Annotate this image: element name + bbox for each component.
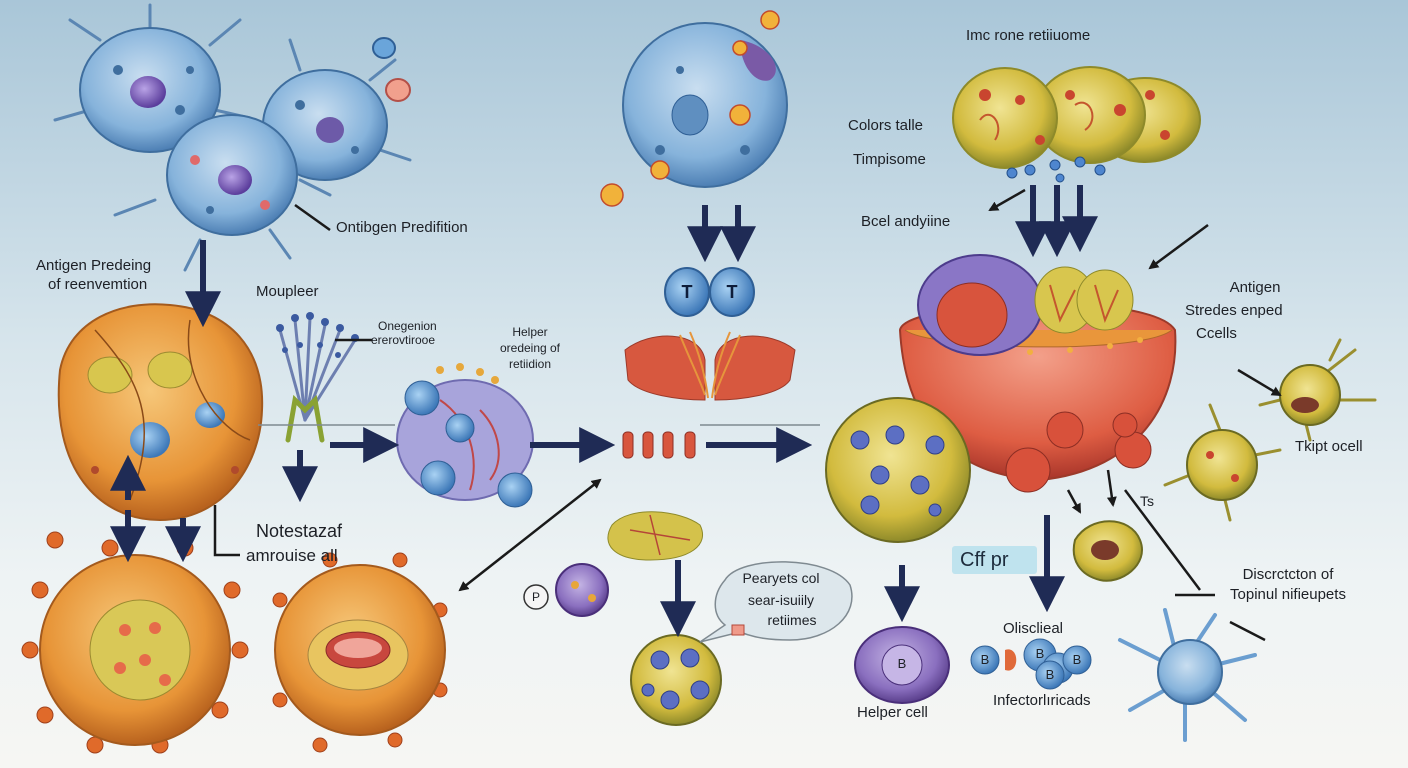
label-cff-pr: Cff pr [960, 549, 1009, 571]
yellow-spiky-cell-right [1258, 338, 1377, 442]
purple-helper-cell [396, 363, 534, 508]
bubble-line-2: sear-isuiily [747, 592, 815, 608]
label-helper-2: oredeing of [499, 341, 561, 355]
label-top-title: Imc rone retiiuome [966, 27, 1091, 44]
label-b-helper: B [897, 656, 907, 671]
label-helper-1: Helper [512, 325, 548, 339]
cff-pr-badge: Cff pr [952, 546, 1037, 574]
label-ccells: Ccells [1196, 325, 1237, 342]
flow-arrows [110, 185, 1098, 638]
label-antigen-right: Antigen [1229, 279, 1281, 296]
bubble-line-1: Pearyets col [742, 570, 820, 586]
blue-dendritic-cell-1 [53, 3, 252, 153]
large-blue-cell [622, 22, 788, 188]
orange-macrophage [57, 303, 264, 522]
helper-cell-purple [854, 626, 950, 704]
label-onegenion-sub: ererovtirooe [371, 333, 436, 347]
label-b-2: B [1035, 646, 1045, 661]
purple-membrane-cell [917, 254, 1043, 356]
label-tkipt-ocell: Tkipt ocell [1295, 438, 1363, 455]
label-notestazaf: Notestazaf [256, 521, 343, 541]
label-ts: Ts [1140, 493, 1154, 509]
yellow-cell-large-right [825, 397, 971, 543]
label-t-right: T [726, 282, 738, 302]
yellow-blob [607, 511, 703, 561]
label-bcel-andyiine: Bcel andyiine [861, 213, 951, 230]
yellow-organelles [1034, 266, 1134, 334]
t-cell-right [709, 267, 755, 317]
label-b-4: B [1045, 667, 1055, 682]
label-of-reenvemtion: of reenvemtion [48, 276, 148, 293]
label-b-1: B [980, 652, 990, 667]
orange-spiky-cell-1 [21, 531, 249, 754]
receptor-structure [276, 312, 359, 443]
label-b-3: B [1072, 652, 1082, 667]
label-helper-cell: Helper cell [857, 704, 928, 721]
blue-dendritic-cell-2 [238, 38, 412, 181]
blue-dendritic-cell-3 [113, 114, 332, 272]
label-stredes-enped: Stredes enped [1185, 302, 1283, 319]
red-bulbs [1005, 411, 1152, 493]
purple-cell-small [555, 563, 609, 617]
label-timpisome: Timpisome [853, 151, 926, 168]
yellow-cell-bottom [630, 634, 722, 726]
red-tissue-membrane [624, 331, 796, 401]
speech-bubble [699, 561, 853, 643]
virus-particles [600, 10, 780, 207]
label-discretion-1: Discrctcton of [1242, 566, 1334, 583]
label-antigen-prediction: Ontibgen Predifition [336, 219, 468, 236]
label-t-left: T [681, 282, 693, 302]
bubble-line-3: retiimes [767, 612, 817, 628]
label-colors-talle: Colors talle [848, 117, 924, 134]
thin-arrows [213, 188, 1282, 642]
membrane-channels [622, 431, 696, 459]
label-olisclieal: Olisclieal [1003, 620, 1064, 637]
b-cell-cluster [970, 638, 1092, 690]
blue-dendritic-cell-bottom-right [1118, 608, 1257, 742]
label-infectorl: Infectorlıricads [993, 692, 1091, 709]
orange-spiky-cell-2 [272, 552, 448, 753]
label-discretion-2: Topinul nifieupets [1230, 586, 1346, 603]
small-antigen-red [385, 78, 411, 102]
yellow-spiky-cell-mid [1163, 403, 1282, 522]
label-helper-3: retiidion [508, 357, 552, 371]
yellow-cell-small-ts [1072, 520, 1143, 582]
label-moupleer: Moupleer [256, 283, 319, 300]
small-antigen-blue [372, 37, 396, 59]
yellow-cell-cluster [952, 66, 1201, 183]
label-onegenion: Onegenion [378, 319, 437, 333]
label-p-badge: P [531, 590, 540, 604]
label-antigen-predeing: Antigen Predeing [36, 257, 152, 274]
label-amrouise-all: amrouise all [246, 546, 338, 565]
